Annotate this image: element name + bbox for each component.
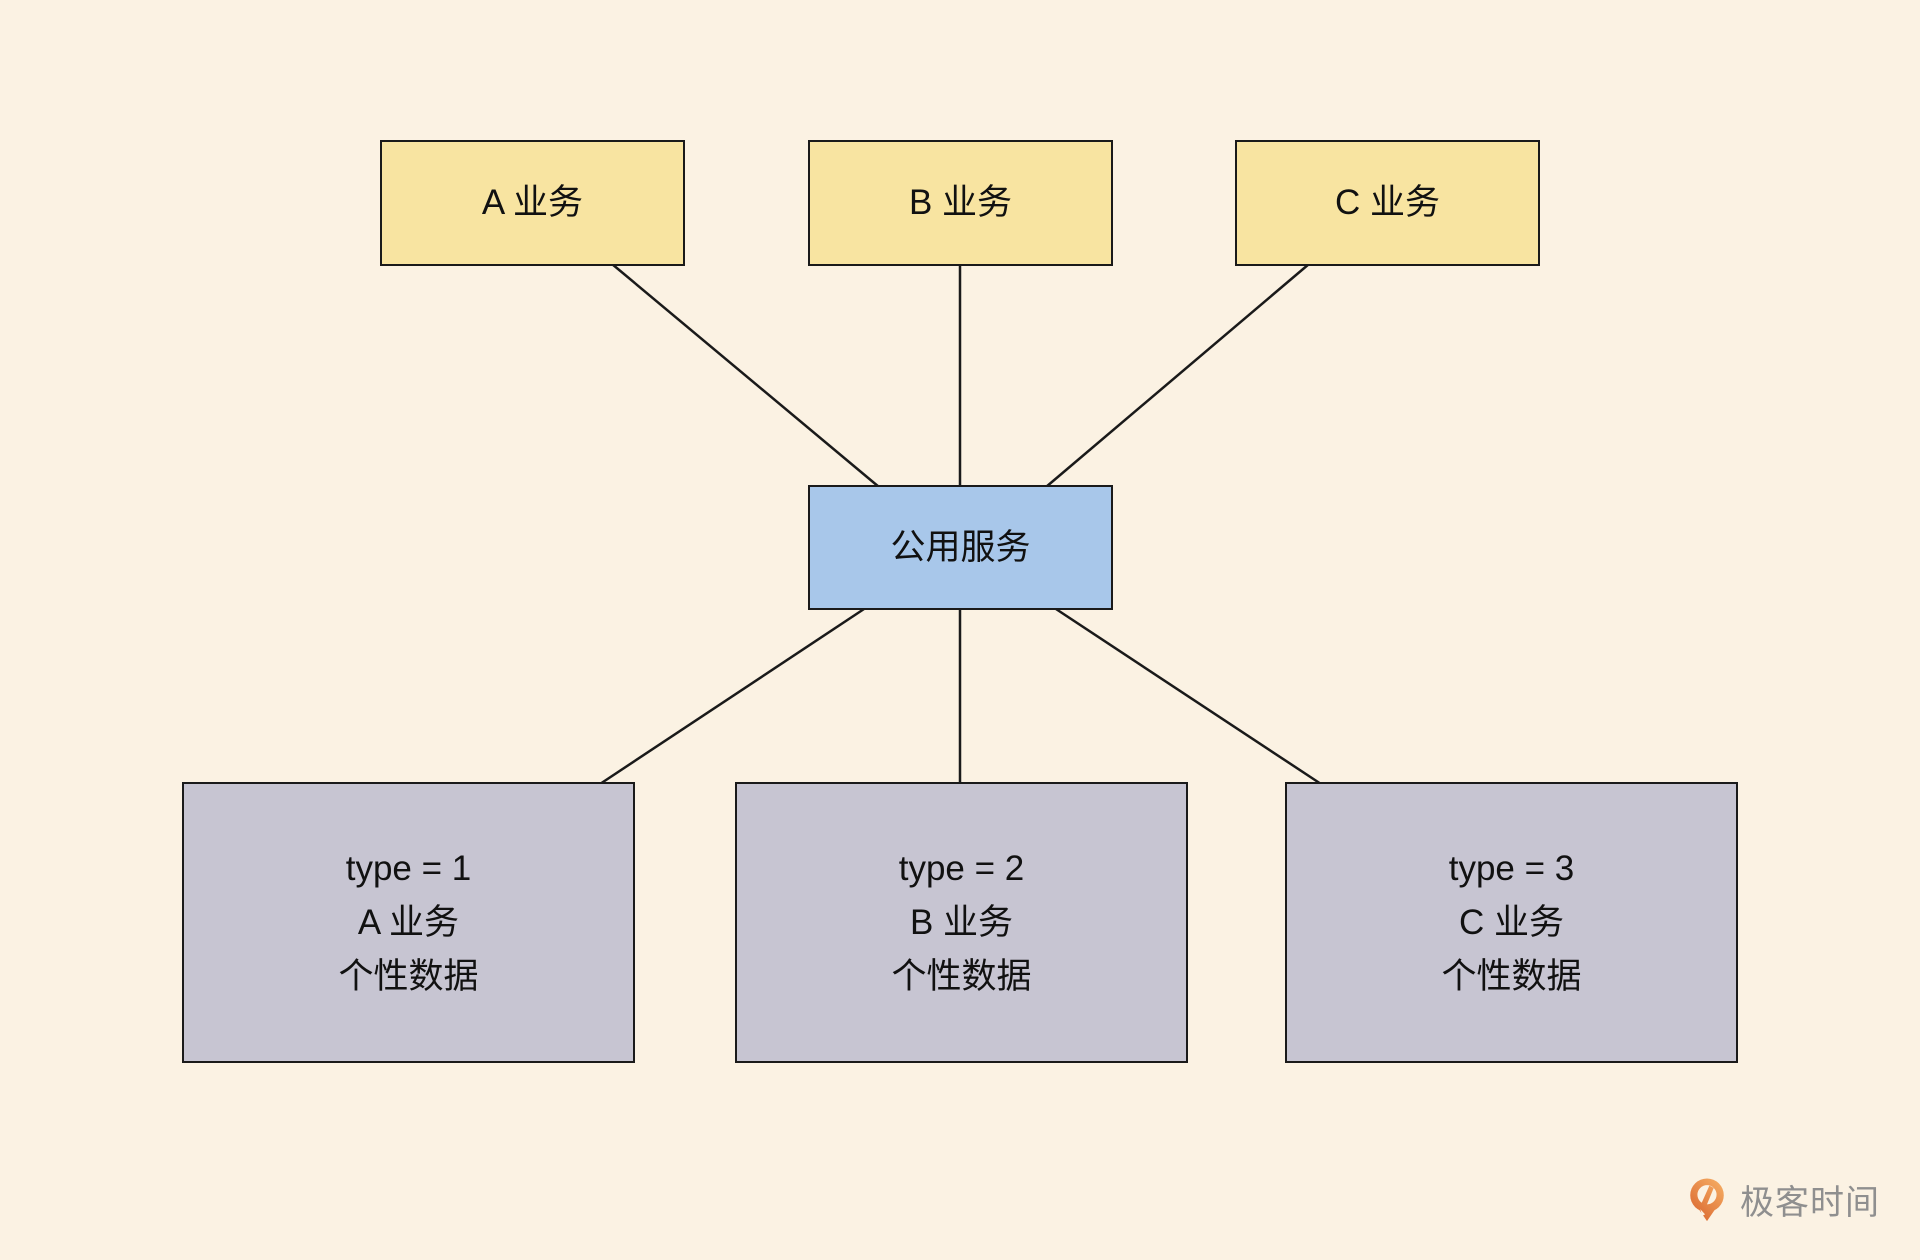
- bottom-node-type2-line1: type = 2: [898, 848, 1025, 888]
- bottom-node-type1-line1: type = 1: [345, 848, 472, 888]
- bottom-node-type1-line2: A 业务: [357, 902, 460, 942]
- bottom-node-type1: type = 1 A 业务 个性数据: [182, 782, 635, 1063]
- bottom-node-type3-line2: C 业务: [1458, 902, 1564, 942]
- edge-c-to-center: [1045, 263, 1310, 488]
- top-node-b-label: B 业务: [908, 183, 1013, 222]
- bottom-node-type2-line2: B 业务: [909, 902, 1014, 942]
- bottom-node-type2-line3: 个性数据: [891, 956, 1032, 996]
- edge-center-to-type3: [1055, 607, 1322, 786]
- top-node-c-business: C 业务: [1235, 140, 1540, 266]
- edge-a-to-center: [611, 263, 880, 488]
- bottom-node-type3: type = 3 C 业务 个性数据: [1285, 782, 1738, 1063]
- edge-center-to-type1: [599, 607, 865, 786]
- bottom-node-type1-line3: 个性数据: [338, 956, 479, 996]
- bottom-node-type3-line3: 个性数据: [1441, 956, 1582, 996]
- top-node-a-business: A 业务: [380, 140, 685, 266]
- bottom-node-type2: type = 2 B 业务 个性数据: [735, 782, 1188, 1063]
- top-node-b-business: B 业务: [808, 140, 1113, 266]
- top-node-a-label: A 业务: [481, 183, 584, 222]
- center-node-shared-service: 公用服务: [808, 485, 1113, 610]
- center-node-label: 公用服务: [890, 527, 1031, 567]
- brand-name-text: 极客时间: [1740, 1184, 1880, 1222]
- bottom-node-type3-line1: type = 3: [1448, 848, 1575, 888]
- geektime-brand: 极客时间: [1684, 1175, 1880, 1224]
- top-node-c-label: C 业务: [1334, 183, 1440, 222]
- geektime-pin-icon: [1684, 1176, 1730, 1224]
